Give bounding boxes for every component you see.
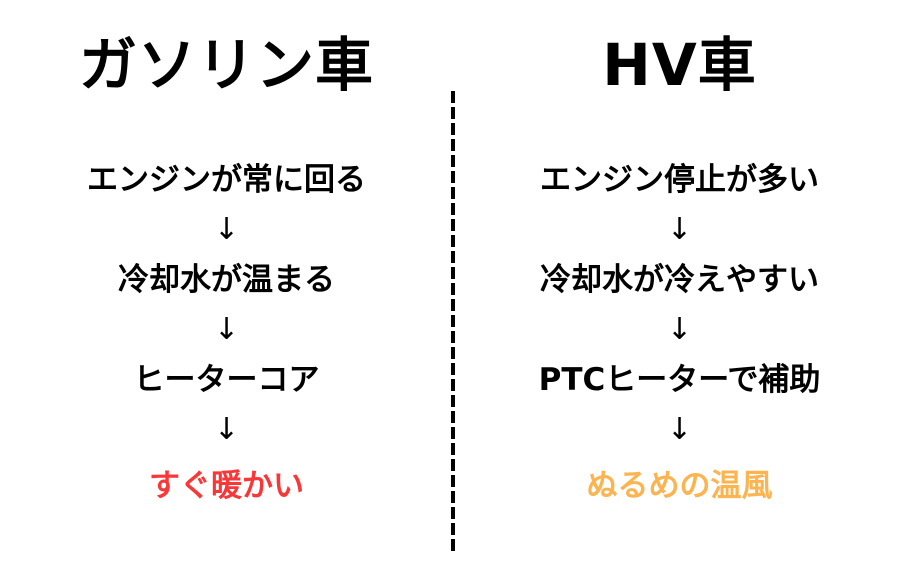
hybrid-car-column: HV車 エンジン停止が多い ↓ 冷却水が冷えやすい ↓ PTCヒーターで補助 ↓… — [453, 0, 906, 563]
dashed-divider — [451, 91, 455, 551]
gasoline-step-coolant-warms: 冷却水が温まる — [118, 262, 335, 298]
down-arrow-icon: ↓ — [666, 412, 693, 447]
gasoline-step-engine-always-running: エンジンが常に回る — [87, 162, 366, 198]
down-arrow-icon: ↓ — [213, 312, 240, 347]
gasoline-car-title: ガソリン車 — [78, 31, 374, 99]
hybrid-step-ptc-heater-assist: PTCヒーターで補助 — [538, 362, 821, 398]
gasoline-result-warm-quickly: すぐ暖かい — [149, 468, 304, 504]
hybrid-car-title: HV車 — [602, 31, 757, 99]
down-arrow-icon: ↓ — [666, 312, 693, 347]
hybrid-step-coolant-cools-easily: 冷却水が冷えやすい — [540, 262, 819, 298]
hybrid-result-lukewarm-air: ぬるめの温風 — [586, 468, 773, 504]
down-arrow-icon: ↓ — [213, 412, 240, 447]
gasoline-car-column: ガソリン車 エンジンが常に回る ↓ 冷却水が温まる ↓ ヒーターコア ↓ すぐ暖… — [78, 31, 374, 504]
down-arrow-icon: ↓ — [213, 212, 240, 247]
hybrid-step-engine-often-stopped: エンジン停止が多い — [540, 162, 819, 198]
down-arrow-icon: ↓ — [666, 212, 693, 247]
gasoline-step-heater-core: ヒーターコア — [133, 362, 320, 398]
